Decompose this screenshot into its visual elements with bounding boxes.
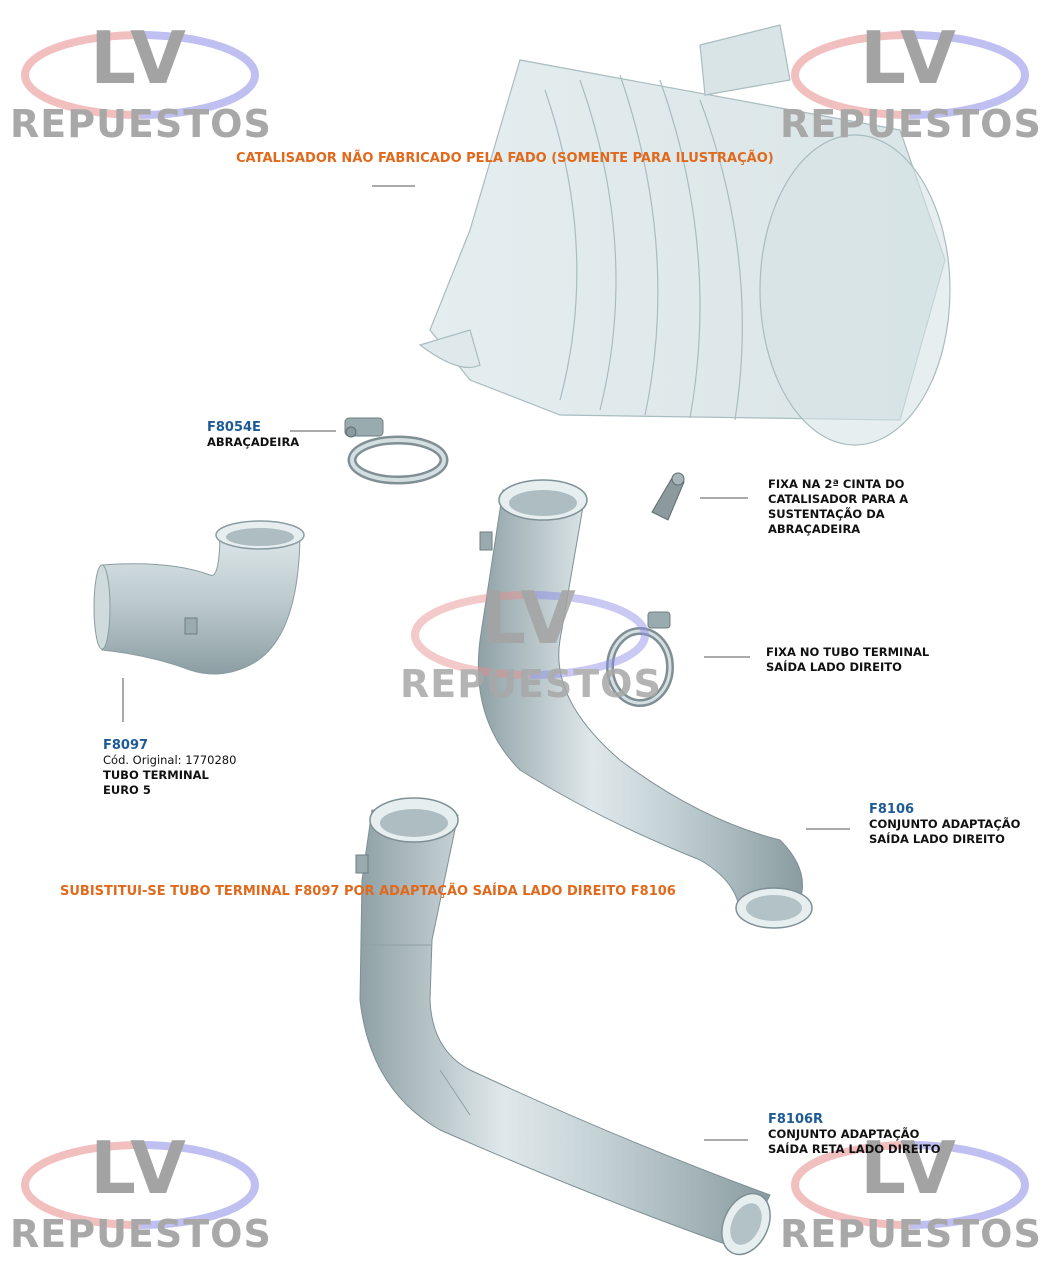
watermark-oval-icon (790, 31, 1030, 119)
watermark-brand: LV (90, 16, 190, 100)
part-code: F8106R (768, 1112, 824, 1127)
part-description: SAÍDA RETA LADO DIREITO (768, 1142, 941, 1156)
watermark-brand: LV (860, 1126, 960, 1210)
original-code: Cód. Original: 1770280 (103, 753, 237, 767)
label-clamp-f8054e: F8054E ABRAÇADEIRA (207, 420, 299, 450)
part-description: ABRAÇADEIRA (207, 435, 300, 449)
part-description: FIXA NA 2ª CINTA DO (768, 477, 905, 491)
part-description: SAÍDA LADO DIREITO (766, 660, 902, 674)
catalyst-note-line: FABRICADO PELA (377, 151, 503, 166)
part-description: FIXA NO TUBO TERMINAL (766, 645, 930, 659)
label-bracket: FIXA NA 2ª CINTA DO CATALISADOR PARA A S… (768, 477, 908, 537)
watermark-center: LV REPUESTOS (400, 576, 662, 710)
part-code: F8054E (207, 420, 261, 435)
part-description: SUSTENTAÇÃO DA (768, 507, 885, 521)
bracket-part (651, 472, 685, 521)
watermark-oval-icon (20, 1141, 260, 1229)
label-clamp-fix: FIXA NO TUBO TERMINAL SAÍDA LADO DIREITO (766, 645, 929, 675)
watermark-bottom-left: LV REPUESTOS (10, 1126, 272, 1260)
part-description: CONJUNTO ADAPTAÇÃO (869, 817, 1021, 831)
watermark-bottom-right: LV REPUESTOS (780, 1126, 1042, 1260)
catalyst-illustration (418, 24, 951, 446)
part-description: CONJUNTO ADAPTAÇÃO (768, 1127, 920, 1141)
part-description: SAÍDA LADO DIREITO (869, 832, 1005, 846)
clamp-on-tube (606, 611, 674, 707)
watermark-subtitle: REPUESTOS (780, 102, 1042, 146)
part-code: F8097 (103, 738, 149, 753)
catalyst-note-line: PARA ILUSTRAÇÃO) (632, 151, 774, 166)
substitution-note-line: SUBISTITUI-SE TUBO TERMINAL (60, 884, 290, 899)
adapter-f8106r (355, 797, 771, 1256)
adapter-f8106 (477, 479, 813, 929)
substitution-note-line: F8097 POR ADAPTAÇÃO SAÍDA (294, 884, 518, 899)
substitution-note: SUBISTITUI-SE TUBO TERMINAL F8097 POR AD… (60, 883, 676, 901)
watermark-subtitle: REPUESTOS (10, 102, 272, 146)
label-tube-f8097: F8097 Cód. Original: 1770280 TUBO TERMIN… (103, 738, 236, 798)
catalyst-note: CATALISADOR NÃO FABRICADO PELA FADO (SOM… (236, 150, 774, 168)
watermark-brand: LV (90, 1126, 190, 1210)
clamp-f8054e (344, 417, 449, 485)
substitution-note-line: LADO DIREITO F8106 (522, 884, 676, 899)
part-code: F8106 (869, 802, 915, 817)
watermark-brand: LV (480, 576, 580, 660)
watermark-subtitle: REPUESTOS (400, 662, 662, 706)
part-description: CATALISADOR PARA A (768, 492, 909, 506)
watermark-brand: LV (860, 16, 960, 100)
tube-f8097 (93, 520, 305, 675)
label-adapter-f8106r: F8106R CONJUNTO ADAPTAÇÃO SAÍDA RETA LAD… (768, 1112, 940, 1157)
watermark-oval-icon (790, 1141, 1030, 1229)
part-description: ABRAÇADEIRA (768, 522, 861, 536)
watermark-top-right: LV REPUESTOS (780, 16, 1042, 150)
watermark-oval-icon (410, 591, 650, 679)
watermark-subtitle: REPUESTOS (780, 1212, 1042, 1256)
part-description: TUBO TERMINAL (103, 768, 209, 782)
catalyst-note-line: CATALISADOR NÃO (236, 151, 374, 166)
label-adapter-f8106: F8106 CONJUNTO ADAPTAÇÃO SAÍDA LADO DIRE… (869, 802, 1020, 847)
watermark-top-left: LV REPUESTOS (10, 16, 272, 150)
watermark-subtitle: REPUESTOS (10, 1212, 272, 1256)
part-description: EURO 5 (103, 783, 151, 797)
watermark-oval-icon (20, 31, 260, 119)
catalyst-note-line: FADO (SOMENTE (507, 151, 629, 166)
